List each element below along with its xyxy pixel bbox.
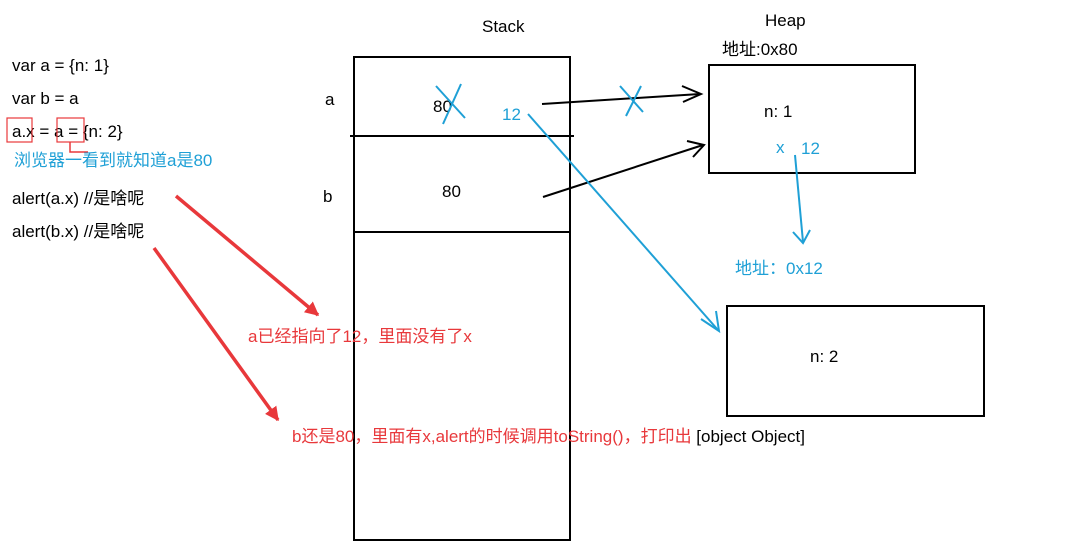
arrow-a-to-obj1 xyxy=(541,93,701,105)
code-line-4: alert(a.x) //是啥呢 xyxy=(12,189,144,208)
arrow-x-to-obj2-head xyxy=(792,229,811,245)
arrow-x-to-obj2 xyxy=(794,154,804,243)
b-annotation: b还是80，里面有x,alert的时候调用toString()，打印出 [obj… xyxy=(292,427,805,446)
cross-mark-arrow xyxy=(619,85,644,117)
red-arrow-a xyxy=(174,194,320,317)
a-annotation: a已经指向了12，里面没有了x xyxy=(248,327,472,346)
arrow-b-to-obj1-head xyxy=(686,140,706,158)
stack-a-new-value: 12 xyxy=(502,105,521,124)
obj1-address: 地址:0x80 xyxy=(722,40,798,59)
obj1-prop-n: n: 1 xyxy=(764,102,792,121)
stack-var-a-label: a xyxy=(325,90,335,109)
obj1-prop-x-value: 12 xyxy=(801,139,820,158)
code-line-3: a.x = a = {n: 2} xyxy=(12,122,123,141)
code-line-1: var a = {n: 1} xyxy=(12,56,109,75)
code-line-5: alert(b.x) //是啥呢 xyxy=(12,222,144,241)
highlight-connector xyxy=(69,142,88,153)
stack-b-value: 80 xyxy=(442,182,461,201)
arrow-a-to-obj2 xyxy=(527,113,719,331)
heap-object-1 xyxy=(708,64,916,174)
cross-mark-stack xyxy=(435,83,466,125)
stack-box xyxy=(353,56,571,541)
stack-var-b-label: b xyxy=(323,187,332,206)
highlight-ax-box xyxy=(6,117,33,143)
b-annotation-red: b还是80，里面有x,alert的时候调用toString()，打印出 xyxy=(292,427,692,446)
stack-heading: Stack xyxy=(482,17,525,36)
obj2-address: 地址：0x12 xyxy=(735,259,823,278)
arrow-a-to-obj1-head xyxy=(681,85,704,103)
code-line-2: var b = a xyxy=(12,89,79,108)
heap-heading: Heap xyxy=(765,11,806,30)
arrow-a-to-obj2-head xyxy=(700,310,721,334)
b-annotation-black: [object Object] xyxy=(692,427,805,446)
stack-a-old-value: 80 xyxy=(433,97,452,116)
browser-note: 浏览器一看到就知道a是80 xyxy=(14,151,212,170)
arrow-b-to-obj1 xyxy=(542,144,704,198)
red-arrow-b xyxy=(152,246,280,422)
obj1-prop-x-key: x xyxy=(776,138,785,157)
obj2-prop-n: n: 2 xyxy=(810,347,838,366)
heap-object-2 xyxy=(726,305,985,417)
